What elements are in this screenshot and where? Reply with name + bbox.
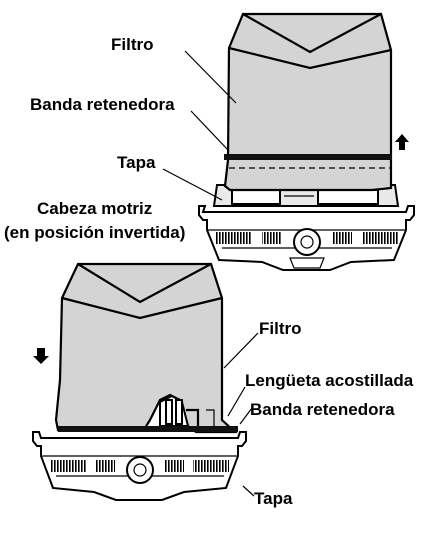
top-retaining-band: [224, 154, 392, 160]
vent-grille-left: [50, 460, 86, 472]
label-posicion-invertida: (en posición invertida): [4, 223, 185, 242]
arrow-up-icon: [395, 134, 409, 150]
top-motor-head: [198, 205, 415, 271]
top-assembly: [198, 12, 415, 271]
vent-grille-right: [362, 232, 398, 244]
label-top-banda-retenedora: Banda retenedora: [30, 95, 175, 114]
vent-grille-right: [193, 460, 229, 472]
label-top-filtro: Filtro: [111, 35, 154, 54]
bottom-retaining-band: [58, 426, 238, 432]
arrow-down-icon: [33, 348, 49, 364]
bottom-motor-head: [32, 431, 247, 501]
label-bottom-banda-retenedora: Banda retenedora: [250, 400, 395, 419]
top-filter-bag: [223, 12, 393, 192]
label-bottom-tapa: Tapa: [254, 489, 293, 508]
leader-lines: [162, 50, 259, 497]
bottom-filter-bag: [54, 262, 238, 434]
label-top-tapa: Tapa: [117, 153, 156, 172]
label-lengueta-acostillada: Lengüeta acostillada: [245, 371, 414, 390]
label-cabeza-motriz: Cabeza motriz: [37, 199, 152, 218]
bottom-assembly: [32, 262, 247, 501]
label-bottom-filtro: Filtro: [259, 319, 302, 338]
bottom-motor-knob: [126, 456, 154, 484]
top-motor-knob: [293, 228, 321, 256]
vent-grille-left: [216, 232, 252, 244]
ribbed-tab: [159, 394, 215, 427]
